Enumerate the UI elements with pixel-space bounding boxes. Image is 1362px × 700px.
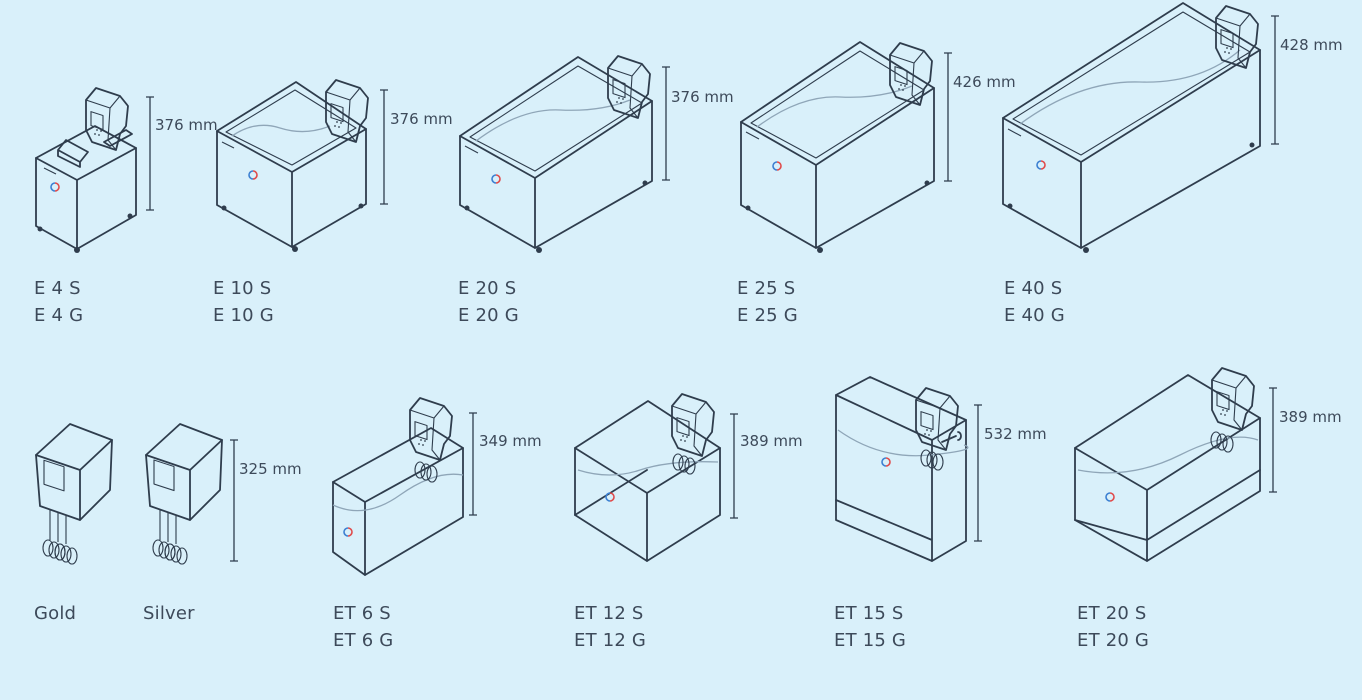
- model-label-et12: ET 12 S ET 12 G: [574, 600, 646, 654]
- dimension-lines-top: [146, 15, 1279, 211]
- height-label-et15: 532 mm: [984, 425, 1047, 443]
- height-label-thermostat: 325 mm: [239, 460, 302, 478]
- e25-unit-illustration: [740, 41, 935, 253]
- model-name-s: E 40 S: [1004, 278, 1063, 299]
- model-label-et15: ET 15 S ET 15 G: [834, 600, 906, 654]
- silver-thermostat-illustration: [145, 423, 223, 565]
- model-name-s: ET 15 S: [834, 603, 904, 624]
- height-label-e40: 428 mm: [1280, 36, 1343, 54]
- model-name-g: ET 20 G: [1077, 630, 1150, 651]
- et20-unit-illustration: [1074, 367, 1261, 562]
- height-label-et20: 389 mm: [1279, 408, 1342, 426]
- model-name-s: E 20 S: [458, 278, 517, 299]
- height-label-e4: 376 mm: [155, 116, 218, 134]
- model-name-s: E 4 S: [34, 278, 81, 299]
- e40-unit-illustration: [1002, 2, 1261, 253]
- height-label-e20: 376 mm: [671, 88, 734, 106]
- model-name-s: ET 12 S: [574, 603, 644, 624]
- model-name-s: E 10 S: [213, 278, 272, 299]
- e4-unit-illustration: [35, 87, 137, 253]
- model-name-g: ET 12 G: [574, 630, 647, 651]
- model-name-s: ET 20 S: [1077, 603, 1147, 624]
- model-label-e10: E 10 S E 10 G: [213, 275, 274, 329]
- model-name-g: E 10 G: [213, 305, 274, 326]
- e10-unit-illustration: [216, 79, 369, 252]
- height-label-et6: 349 mm: [479, 432, 542, 450]
- height-label-et12: 389 mm: [740, 432, 803, 450]
- model-label-et20: ET 20 S ET 20 G: [1077, 600, 1149, 654]
- model-label-silver: Silver: [143, 600, 195, 627]
- dimension-lines-bottom: [230, 387, 1277, 562]
- model-name-g: E 4 G: [34, 305, 84, 326]
- model-name-g: E 20 G: [458, 305, 519, 326]
- model-name-g: E 40 G: [1004, 305, 1065, 326]
- gold-thermostat-illustration: [35, 423, 113, 565]
- model-name-g: ET 6 G: [333, 630, 394, 651]
- et15-unit-illustration: [835, 376, 969, 562]
- model-label-e25: E 25 S E 25 G: [737, 275, 798, 329]
- model-name: Gold: [34, 603, 77, 624]
- height-label-e25: 426 mm: [953, 73, 1016, 91]
- model-name-s: E 25 S: [737, 278, 796, 299]
- et12-unit-illustration: [574, 393, 721, 562]
- model-label-e4: E 4 S E 4 G: [34, 275, 83, 329]
- model-label-gold: Gold: [34, 600, 76, 627]
- model-name-s: ET 6 S: [333, 603, 391, 624]
- e20-unit-illustration: [459, 55, 653, 253]
- height-label-e10: 376 mm: [390, 110, 453, 128]
- et6-unit-illustration: [332, 397, 464, 576]
- model-name: Silver: [143, 603, 195, 624]
- model-name-g: E 25 G: [737, 305, 798, 326]
- model-label-e40: E 40 S E 40 G: [1004, 275, 1065, 329]
- model-label-et6: ET 6 S ET 6 G: [333, 600, 393, 654]
- model-name-g: ET 15 G: [834, 630, 907, 651]
- model-label-e20: E 20 S E 20 G: [458, 275, 519, 329]
